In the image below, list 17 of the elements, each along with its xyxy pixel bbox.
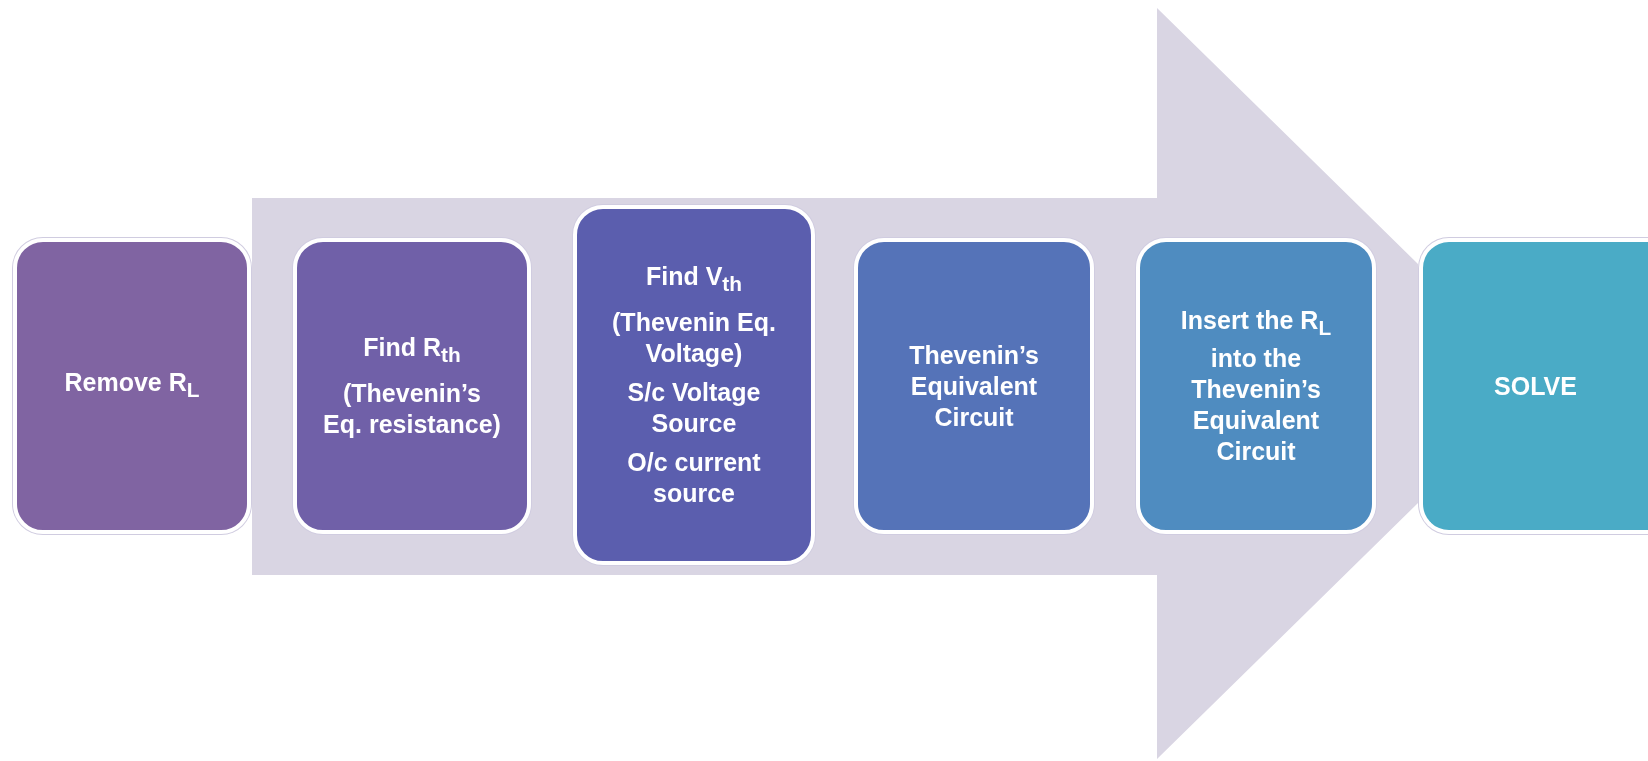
step-box — [1419, 238, 1648, 534]
step-text: Insert the R$_{L}$ into the Thevenin’s Equivalent Circuit — [1179, 305, 1333, 467]
step-text: S/c Voltage Source — [626, 377, 762, 439]
step-text: Remove R$_{L}$ — [64, 367, 200, 403]
step-box — [293, 238, 531, 534]
step-box — [13, 238, 251, 534]
step-text: Thevenin’s Equivalent Circuit — [908, 339, 1040, 433]
step-box — [854, 238, 1094, 534]
step-text: (Thevenin’s Eq. resistance) — [323, 378, 501, 440]
step-text: O/c current source — [626, 447, 762, 509]
step-text: (Thevenin Eq. Voltage) — [611, 307, 777, 369]
background-arrow — [252, 8, 1418, 759]
step-box — [1136, 238, 1376, 534]
step-text: SOLVE — [1494, 370, 1577, 402]
step-text: Find R$_{th}$ — [363, 332, 461, 368]
step-text: Find V$_{th}$ — [645, 261, 743, 297]
step-box — [573, 205, 815, 565]
